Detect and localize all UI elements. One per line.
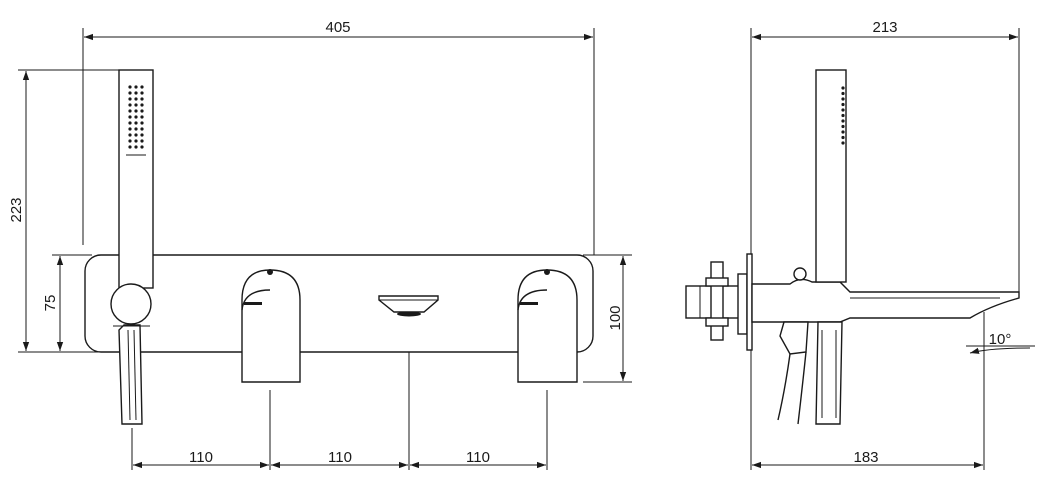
side-hand-shower-grip — [815, 321, 843, 425]
right-handle-logo — [520, 302, 538, 305]
nozzle-dot — [128, 127, 132, 131]
nozzle-dot — [134, 121, 138, 125]
overall-height-label: 223 — [8, 197, 25, 222]
front-extension-lines — [18, 28, 632, 470]
nozzle-dot — [134, 127, 138, 131]
spacing-left-label: 110 — [189, 449, 213, 466]
spout-profile — [751, 278, 1020, 323]
side-nozzle-dot — [841, 141, 845, 145]
side-nozzle-dot — [841, 135, 845, 140]
side-nozzle-dot — [841, 130, 845, 134]
nozzle-dot — [128, 85, 132, 89]
spout-outlet — [378, 295, 439, 317]
side-nozzle-dot — [841, 86, 845, 90]
nozzle-dot — [128, 91, 132, 95]
side-nozzle-dot — [841, 91, 845, 96]
side-nozzle-dot — [841, 102, 845, 107]
left-handle — [241, 269, 301, 383]
side-view: 213 183 10° — [685, 19, 1035, 470]
nozzle-dot — [134, 97, 138, 101]
nozzle-dot — [140, 115, 144, 119]
spray-nozzles — [128, 85, 144, 149]
nozzle-dot — [134, 139, 138, 143]
nozzle-dot — [134, 115, 138, 119]
nozzle-dot — [140, 121, 144, 125]
nozzle-dot — [128, 103, 132, 107]
nozzle-dot — [134, 145, 138, 149]
side-mixer-profile — [751, 267, 1020, 425]
nozzle-dot — [140, 133, 144, 137]
side-extension-lines — [750, 28, 1035, 470]
side-nozzle-dot — [841, 119, 845, 123]
hose-connector-knob — [110, 283, 152, 325]
right-handle — [517, 269, 578, 383]
nozzle-dot — [140, 97, 144, 101]
plate-height-label: 75 — [42, 295, 59, 312]
nozzle-dot — [128, 115, 132, 119]
side-nozzle-dot — [841, 108, 845, 112]
nozzle-dot — [140, 127, 144, 131]
left-handle-logo — [244, 302, 262, 305]
nozzle-dot — [134, 109, 138, 113]
nozzle-dot — [128, 139, 132, 143]
front-view: 405 223 75 100 110 110 110 — [8, 19, 632, 470]
nozzle-dot — [134, 103, 138, 107]
body-height-label: 100 — [607, 305, 624, 330]
hand-shower-body — [118, 69, 154, 289]
nozzle-dot — [128, 109, 132, 113]
overall-width-label: 405 — [325, 19, 350, 36]
side-hand-shower-body — [815, 69, 847, 283]
spacing-right-label: 110 — [466, 449, 490, 466]
overall-depth-label: 213 — [872, 19, 897, 36]
nozzle-dot — [140, 103, 144, 107]
nozzle-dot — [134, 133, 138, 137]
nozzle-dot — [128, 97, 132, 101]
side-nozzle-dot — [841, 113, 845, 118]
nozzle-dot — [128, 145, 132, 149]
nozzle-dot — [134, 85, 138, 89]
nozzle-dot — [128, 121, 132, 125]
wall-plate — [84, 254, 594, 353]
spout-projection-label: 183 — [853, 449, 878, 466]
nozzle-dot — [140, 109, 144, 113]
side-nozzle-dot — [841, 124, 845, 129]
right-handle-body — [517, 269, 578, 383]
hose-connector-stem — [118, 324, 143, 425]
side-handle-cap — [793, 267, 807, 281]
left-handle-body — [241, 269, 301, 383]
nozzle-dot — [140, 139, 144, 143]
nozzle-dot — [128, 133, 132, 137]
nozzle-dot — [140, 91, 144, 95]
nozzle-dot — [134, 91, 138, 95]
mounting-flange — [710, 261, 724, 341]
nozzle-dot — [140, 145, 144, 149]
side-hand-shower — [815, 69, 847, 425]
hand-shower — [118, 69, 154, 289]
spout-angle-label: 10° — [989, 331, 1012, 348]
side-hose-elbow — [779, 321, 809, 355]
concealed-body — [685, 253, 753, 351]
front-dimension-lines — [22, 33, 627, 469]
spacing-middle-label: 110 — [328, 449, 352, 466]
hose-connector — [110, 283, 152, 425]
nozzle-dot — [140, 85, 144, 89]
spout-angle-dimension — [969, 347, 1031, 354]
side-nozzle-dot — [841, 97, 845, 101]
side-spray-nozzles — [841, 86, 845, 145]
